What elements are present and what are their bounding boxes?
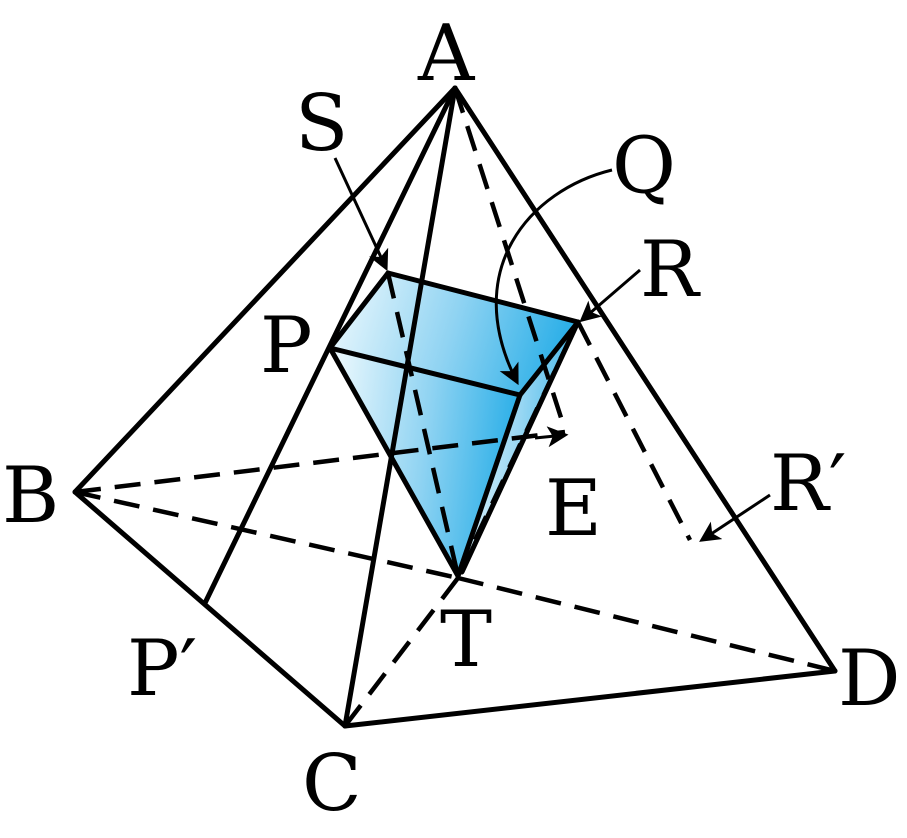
label-P-prime: P′ — [127, 624, 197, 714]
hidden-edge-RRprime — [575, 320, 693, 542]
edge-AD — [452, 85, 838, 674]
label-D: D — [838, 634, 901, 724]
hidden-edge-TD — [457, 575, 836, 674]
label-P: P — [260, 301, 312, 391]
hidden-edge-ST — [385, 272, 461, 577]
label-Q: Q — [612, 121, 676, 211]
hidden-edge-CT — [343, 576, 460, 728]
edge-RT — [459, 319, 581, 575]
pointer-Rprime — [699, 493, 771, 542]
edge-QT — [455, 392, 523, 579]
label-C: C — [302, 739, 362, 829]
label-A: A — [417, 9, 476, 99]
label-R-prime: R′ — [770, 439, 846, 529]
pointer-R — [579, 268, 641, 323]
edge-SR — [385, 270, 581, 325]
label-T: T — [440, 595, 492, 685]
edge-QR — [517, 319, 581, 398]
pointer-Q — [494, 168, 613, 386]
pointer-S — [333, 157, 389, 272]
edge-PT — [327, 345, 461, 579]
edge-AC — [342, 85, 458, 729]
hidden-edge-BE — [74, 429, 566, 495]
label-R: R — [640, 225, 701, 315]
shaded-face-front — [330, 348, 520, 576]
edge-PS — [327, 270, 391, 351]
pointer-E — [534, 426, 569, 448]
edge-AB — [72, 85, 458, 495]
edge-BC — [72, 489, 348, 729]
label-E: E — [545, 464, 602, 554]
edge-CD — [342, 668, 838, 729]
label-S: S — [295, 79, 348, 169]
hidden-edge-AE — [452, 87, 568, 431]
hidden-edge-BT — [74, 489, 459, 581]
label-B: B — [2, 451, 59, 541]
edge-PQ — [327, 345, 523, 398]
